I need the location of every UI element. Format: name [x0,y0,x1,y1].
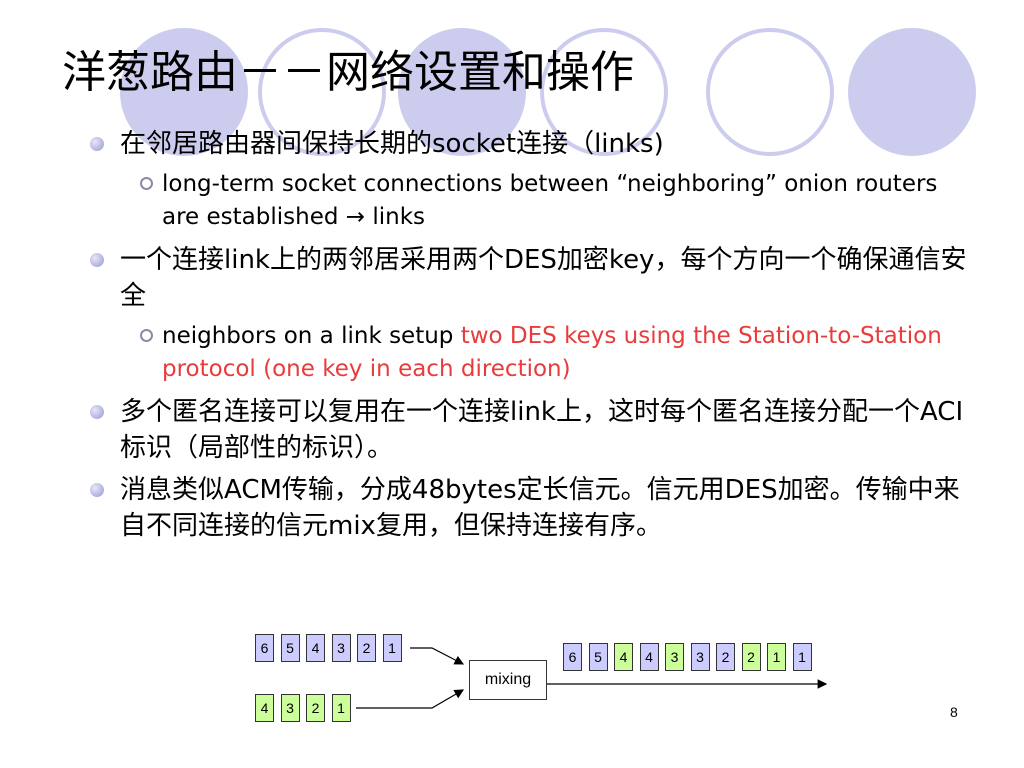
sub-bullet-highlight-text: two DES keys using the Station-to-Statio… [162,323,942,382]
input-cell-top: 4 [306,634,325,662]
output-cell: 2 [741,643,761,671]
page-number: 8 [950,704,958,720]
sub-bullet-text: long-term socket connections between “ne… [162,171,938,230]
sub-bullet-item: long-term socket connections between “ne… [90,168,980,234]
sub-bullet-text: neighbors on a link setup [162,323,461,349]
mixer-box: mixing [469,660,547,700]
bullet-item: 消息类似ACM传输，分成48bytes定长信元。信元用DES加密。传输中来自不同… [90,472,980,544]
input-cell-bottom: 2 [306,694,325,722]
input-cell-bottom: 4 [255,694,274,722]
decor-circle-3 [848,28,976,156]
sub-bullet-ring-icon [140,177,153,190]
decor-ring-1 [258,28,386,156]
output-cell: 3 [665,643,684,671]
decor-ring-2 [540,28,668,156]
bullet-text: 一个连接link上的两邻居采用两个DES加密key，每个方向一个确保通信安全 [120,245,967,311]
bullet-text: 消息类似ACM传输，分成48bytes定长信元。信元用DES加密。传输中来自不同… [120,475,960,541]
arrow-top-to-mixer [410,647,465,665]
input-cell-top: 6 [255,634,274,662]
bullet-item: 一个连接link上的两邻居采用两个DES加密key，每个方向一个确保通信安全 [90,242,980,314]
output-cell: 4 [614,643,633,671]
input-cell-top: 2 [357,634,376,662]
output-cell: 6 [563,643,582,671]
sub-bullet-ring-icon [140,329,153,342]
output-cell: 5 [588,643,608,671]
bullet-dot-icon [90,483,104,497]
bullet-list: 在邻居路由器间保持长期的socket连接（links) long-term so… [90,126,980,550]
output-cell: 1 [767,643,786,671]
bullet-dot-icon [90,253,104,267]
arrow-bottom-to-mixer [356,689,465,709]
slide-title: 洋葱路由－－网络设置和操作 [62,47,634,98]
decor-circle-1 [120,28,248,156]
input-cell-top: 5 [280,634,300,662]
input-cell-bottom: 3 [280,694,300,722]
bullet-text: 多个匿名连接可以复用在一个连接link上，这时每个匿名连接分配一个ACI标识（局… [120,397,964,463]
bullet-text: 在邻居路由器间保持长期的socket连接（links) [120,129,664,159]
decor-circle-2 [398,28,526,156]
bullet-item: 多个匿名连接可以复用在一个连接link上，这时每个匿名连接分配一个ACI标识（局… [90,394,980,466]
bullet-item: 在邻居路由器间保持长期的socket连接（links) [90,126,980,162]
input-cell-top: 1 [382,634,402,662]
output-cell: 1 [792,643,812,671]
bullet-dot-icon [90,405,104,419]
sub-bullet-item: neighbors on a link setup two DES keys u… [90,320,980,386]
output-cell: 2 [716,643,735,671]
input-cell-top: 3 [331,634,351,662]
bullet-dot-icon [90,137,104,151]
output-cell: 3 [690,643,710,671]
output-cell: 4 [639,643,659,671]
decor-ring-3 [706,28,834,156]
input-cell-bottom: 1 [331,694,351,722]
